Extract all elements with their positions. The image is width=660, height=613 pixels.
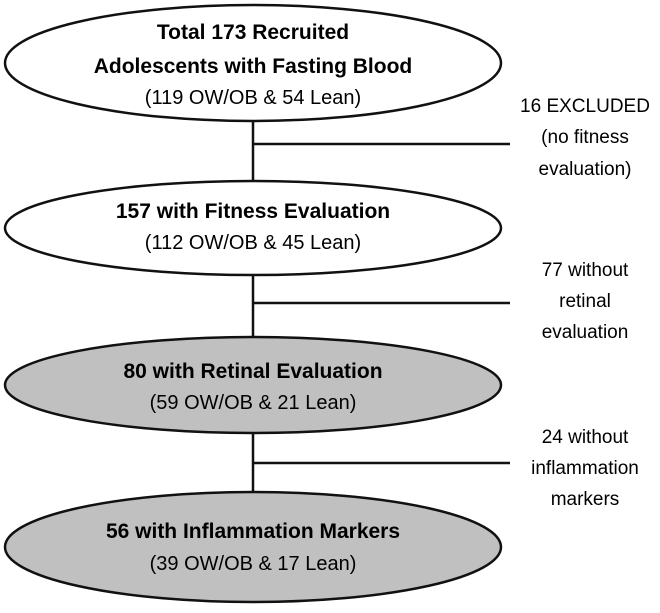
node-title-line: Total 173 Recruited — [157, 21, 349, 44]
connectors — [251, 120, 510, 492]
exclusion-line: inflammation — [531, 458, 639, 479]
node-fitness: 157 with Fitness Evaluation (112 OW/OB &… — [3, 179, 503, 277]
node-inflammation: 56 with Inflammation Markers (39 OW/OB &… — [3, 490, 503, 604]
node-shape — [3, 335, 503, 435]
node-subtitle: (112 OW/OB & 45 Lean) — [145, 232, 361, 254]
node-title-line: Adolescents with Fasting Blood — [94, 55, 413, 78]
exclusion-line: 24 without — [542, 427, 629, 448]
exclusion-line: markers — [551, 489, 620, 510]
node-subtitle: (59 OW/OB & 21 Lean) — [150, 392, 357, 414]
node-subtitle: (119 OW/OB & 54 Lean) — [145, 87, 361, 109]
exclusion-line: 16 EXCLUDED — [520, 96, 650, 117]
node-recruited: Total 173 Recruited Adolescents with Fas… — [3, 3, 503, 123]
exclusion-line: evaluation) — [539, 159, 632, 180]
exclusion-line: (no fitness — [541, 127, 629, 148]
exclusion-retinal: 77 without retinal evaluation — [542, 260, 629, 343]
node-shape — [3, 3, 503, 123]
node-shape — [3, 490, 503, 604]
node-shape — [3, 179, 503, 277]
node-title-line: 56 with Inflammation Markers — [106, 520, 400, 543]
exclusion-line: 77 without — [542, 260, 629, 281]
exclusion-line: retinal — [559, 291, 611, 312]
exclusion-line: evaluation — [542, 322, 629, 343]
node-title-line: 80 with Retinal Evaluation — [123, 360, 382, 383]
node-title-line: 157 with Fitness Evaluation — [116, 200, 390, 223]
exclusion-fitness: 16 EXCLUDED (no fitness evaluation) — [520, 96, 650, 180]
node-retinal: 80 with Retinal Evaluation (59 OW/OB & 2… — [3, 335, 503, 435]
exclusion-inflammation: 24 without inflammation markers — [531, 427, 639, 510]
node-subtitle: (39 OW/OB & 17 Lean) — [150, 553, 357, 575]
